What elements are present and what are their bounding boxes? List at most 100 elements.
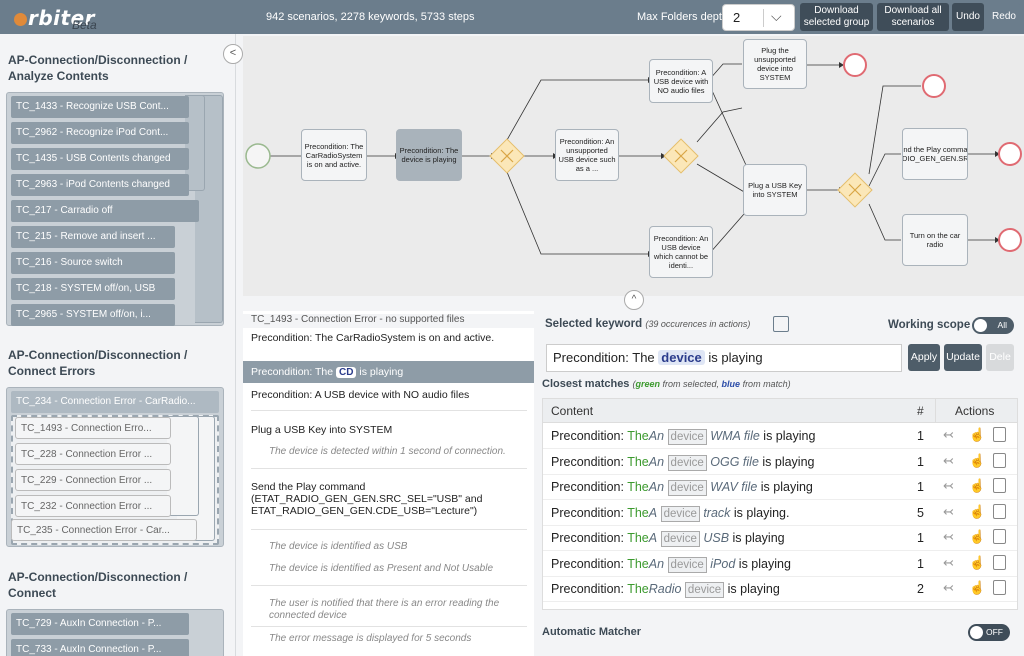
- gateway-node[interactable]: [837, 172, 873, 208]
- collapse-graph-button[interactable]: ^: [624, 290, 644, 310]
- edge: [506, 79, 648, 141]
- scenario-item[interactable]: TC_229 - Connection Error ...: [15, 469, 171, 491]
- scenario-item[interactable]: TC_234 - Connection Error - CarRadio...: [11, 391, 219, 413]
- merge-icon[interactable]: ↢: [943, 452, 954, 468]
- table-row[interactable]: Precondition: TheA device USB is playing…: [543, 526, 1017, 551]
- scenario-item[interactable]: TC_228 - Connection Error ...: [15, 443, 171, 465]
- step-divider: [251, 410, 527, 411]
- beta-label: Beta: [72, 18, 97, 32]
- scenario-item[interactable]: TC_215 - Remove and insert ...: [11, 226, 175, 248]
- keyword-input[interactable]: Precondition: The device is playing: [546, 344, 902, 372]
- search-doc-icon[interactable]: [993, 452, 1006, 468]
- step-highlighted[interactable]: Precondition: The CD is playing: [243, 361, 534, 383]
- hand-pointer-icon[interactable]: ☝: [969, 478, 986, 493]
- scenario-item[interactable]: TC_1435 - USB Contents changed: [11, 148, 189, 170]
- graph-node[interactable]: Plug the unsupported device into SYSTEM: [743, 39, 807, 89]
- scenario-item[interactable]: TC_2963 - iPod Contents changed: [11, 174, 189, 196]
- table-row[interactable]: Precondition: TheRadio device is playing…: [543, 577, 1017, 602]
- start-node[interactable]: [245, 143, 271, 169]
- device-parameter: device: [667, 556, 707, 573]
- hand-pointer-icon[interactable]: ☝: [969, 503, 986, 519]
- selected-keyword-label: Selected keyword (39 occurences in actio…: [545, 318, 751, 330]
- scenario-item[interactable]: TC_217 - Carradio off: [11, 200, 199, 222]
- table-row[interactable]: Precondition: TheAn device WAV file is p…: [543, 475, 1017, 500]
- hand-pointer-icon[interactable]: ☝: [969, 427, 986, 442]
- search-doc-icon[interactable]: [993, 427, 1006, 442]
- match-content: Precondition: TheAn device WAV file is p…: [551, 480, 813, 496]
- gateways: [489, 138, 873, 208]
- graph-node[interactable]: Precondition: An unsupported USB device …: [555, 129, 619, 181]
- update-button[interactable]: Update: [944, 344, 982, 371]
- collapse-sidebar-button[interactable]: <: [223, 44, 243, 64]
- working-scope-label: Working scope: [888, 319, 971, 331]
- scenario-item[interactable]: TC_729 - AuxIn Connection - P...: [11, 613, 189, 635]
- table-row[interactable]: Precondition: TheA device track is playi…: [543, 501, 1017, 526]
- stack-edge: [185, 95, 205, 191]
- search-doc-icon[interactable]: [993, 580, 1006, 595]
- search-doc-icon[interactable]: [993, 554, 1006, 570]
- graph-node[interactable]: Precondition: The CarRadioSystem is on a…: [301, 129, 367, 181]
- table-row[interactable]: Precondition: TheAn device iPod is playi…: [543, 552, 1017, 577]
- download-group-button[interactable]: Download selected group: [800, 3, 873, 31]
- edge: [696, 107, 743, 143]
- scenario-item[interactable]: TC_1433 - Recognize USB Cont...: [11, 96, 189, 118]
- merge-icon[interactable]: ↢: [943, 580, 954, 595]
- merge-icon[interactable]: ↢: [943, 478, 954, 493]
- hand-pointer-icon[interactable]: ☝: [969, 580, 986, 595]
- chevron-down-icon[interactable]: ⌵: [771, 8, 782, 24]
- working-scope-toggle[interactable]: All: [972, 317, 1014, 334]
- hand-pointer-icon[interactable]: ☝: [969, 554, 986, 570]
- scenario-item[interactable]: TC_218 - SYSTEM off/on, USB: [11, 278, 175, 300]
- scenario-title: TC_1493 - Connection Error - no supporte…: [243, 314, 534, 328]
- scenario-item[interactable]: TC_232 - Connection Error ...: [15, 495, 171, 517]
- toggle-knob: [974, 319, 987, 332]
- hand-pointer-icon[interactable]: ☝: [969, 529, 986, 544]
- depth-value: 2: [733, 10, 741, 25]
- scenario-item-selected[interactable]: TC_1493 - Connection Erro...: [15, 417, 171, 439]
- table-row[interactable]: Precondition: TheAn device WMA file is p…: [543, 424, 1017, 449]
- scenario-item[interactable]: TC_235 - Connection Error - Car...: [11, 519, 197, 541]
- redo-button[interactable]: Redo: [988, 3, 1020, 31]
- step-text[interactable]: Precondition: A USB device with NO audio…: [251, 389, 470, 401]
- merge-icon[interactable]: ↢: [943, 427, 954, 442]
- graph-node[interactable]: Plug a USB Key into SYSTEM: [743, 164, 807, 216]
- end-node[interactable]: [998, 142, 1022, 166]
- table-row[interactable]: Precondition: TheAn device OGG file is p…: [543, 450, 1017, 475]
- apply-button[interactable]: Apply: [908, 344, 940, 371]
- scenario-item[interactable]: TC_733 - AuxIn Connection - P...: [11, 639, 189, 656]
- merge-icon[interactable]: ↢: [943, 554, 954, 570]
- hand-pointer-icon[interactable]: ☝: [969, 452, 986, 468]
- search-doc-icon[interactable]: [993, 503, 1006, 519]
- end-node[interactable]: [922, 74, 946, 98]
- delete-button[interactable]: Dele: [986, 344, 1014, 371]
- end-node[interactable]: [843, 53, 867, 77]
- download-all-button[interactable]: Download all scenarios: [877, 3, 949, 31]
- merge-icon[interactable]: ↢: [943, 503, 954, 519]
- scenario-item[interactable]: TC_216 - Source switch: [11, 252, 175, 274]
- merge-icon[interactable]: ↢: [943, 529, 954, 544]
- scenario-graph[interactable]: Precondition: The CarRadioSystem is on a…: [243, 36, 1024, 296]
- edge: [506, 171, 648, 255]
- graph-node[interactable]: Precondition: A USB device with NO audio…: [649, 59, 713, 103]
- graph-node-layer: Precondition: The CarRadioSystem is on a…: [243, 36, 1024, 296]
- gateway-node[interactable]: [663, 138, 699, 174]
- scenario-item[interactable]: TC_2965 - SYSTEM off/on, i...: [11, 304, 175, 326]
- depth-select[interactable]: 2 ⌵: [722, 4, 795, 31]
- col-count: #: [917, 404, 924, 418]
- search-doc-icon[interactable]: [773, 316, 789, 332]
- step-text[interactable]: Send the Play command (ETAT_RADIO_GEN_GE…: [251, 481, 483, 517]
- automatic-matcher-toggle[interactable]: OFF: [968, 624, 1010, 641]
- end-node[interactable]: [998, 228, 1022, 252]
- undo-button[interactable]: Undo: [952, 3, 984, 31]
- search-doc-icon[interactable]: [993, 478, 1006, 493]
- graph-node-selected[interactable]: Precondition: The device is playing: [396, 129, 462, 181]
- graph-node[interactable]: Precondition: An USB device which cannot…: [649, 226, 713, 278]
- step-text[interactable]: Plug a USB Key into SYSTEM: [251, 424, 393, 436]
- step-divider: [251, 585, 527, 586]
- search-doc-icon[interactable]: [993, 529, 1006, 544]
- gateway-node[interactable]: [489, 138, 525, 174]
- step-text[interactable]: Precondition: The CarRadioSystem is on a…: [251, 332, 495, 344]
- scenario-item[interactable]: TC_2962 - Recognize iPod Cont...: [11, 122, 189, 144]
- graph-node[interactable]: Turn on the car radio: [902, 214, 968, 266]
- graph-node[interactable]: Send the Play command (ETAT_RADIO_GEN_GE…: [902, 128, 968, 180]
